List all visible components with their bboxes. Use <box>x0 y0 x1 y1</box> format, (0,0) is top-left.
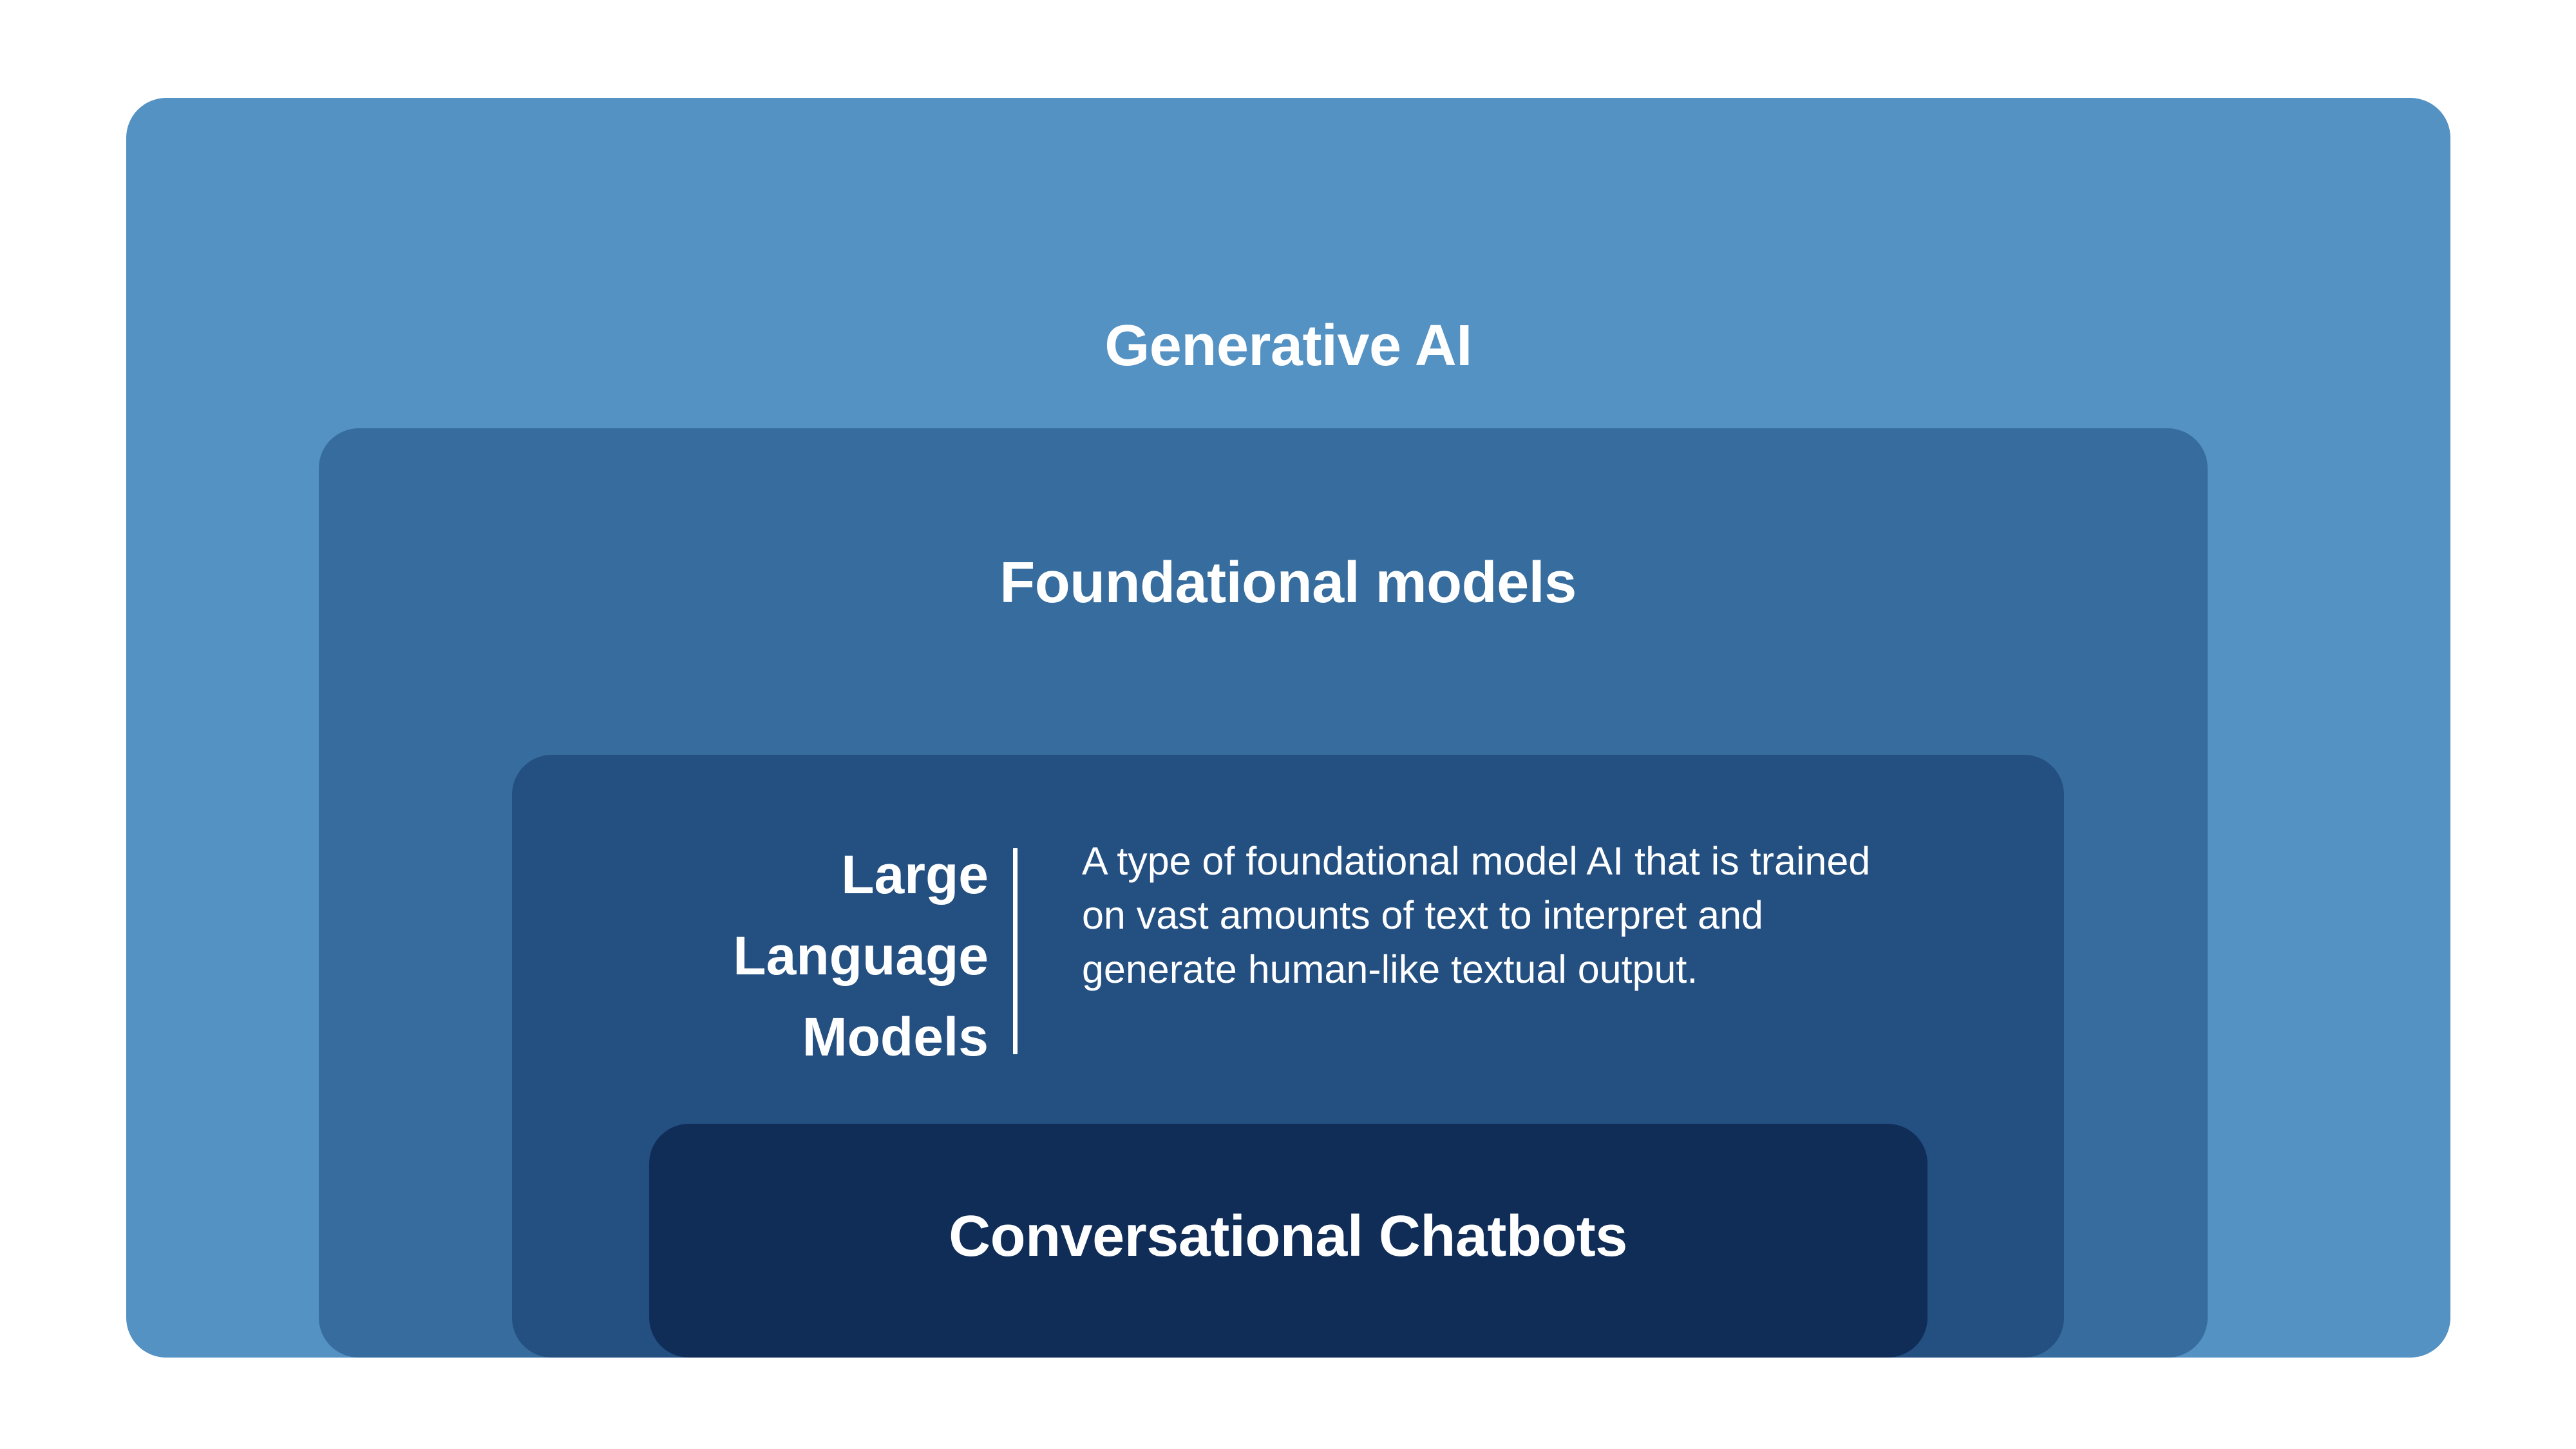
llm-description: A type of foundational model AI that is … <box>1082 839 1871 991</box>
foundational-models-title: Foundational models <box>999 551 1577 615</box>
llm-heading: Large Language Models <box>512 834 1013 1077</box>
nested-hierarchy-diagram: Generative AI Foundational models Large … <box>126 98 2450 1358</box>
llm-content-row: Large Language Models A type of foundati… <box>512 834 2064 1067</box>
vertical-divider <box>1013 848 1018 1054</box>
llm-heading-line-1: Large <box>841 844 989 905</box>
generative-ai-title: Generative AI <box>1104 314 1472 378</box>
llm-heading-line-3: Models <box>802 1007 989 1067</box>
layer-conversational-chatbots <box>649 1124 1927 1358</box>
llm-heading-line-2: Language <box>733 925 989 986</box>
conversational-chatbots-title: Conversational Chatbots <box>949 1204 1627 1269</box>
